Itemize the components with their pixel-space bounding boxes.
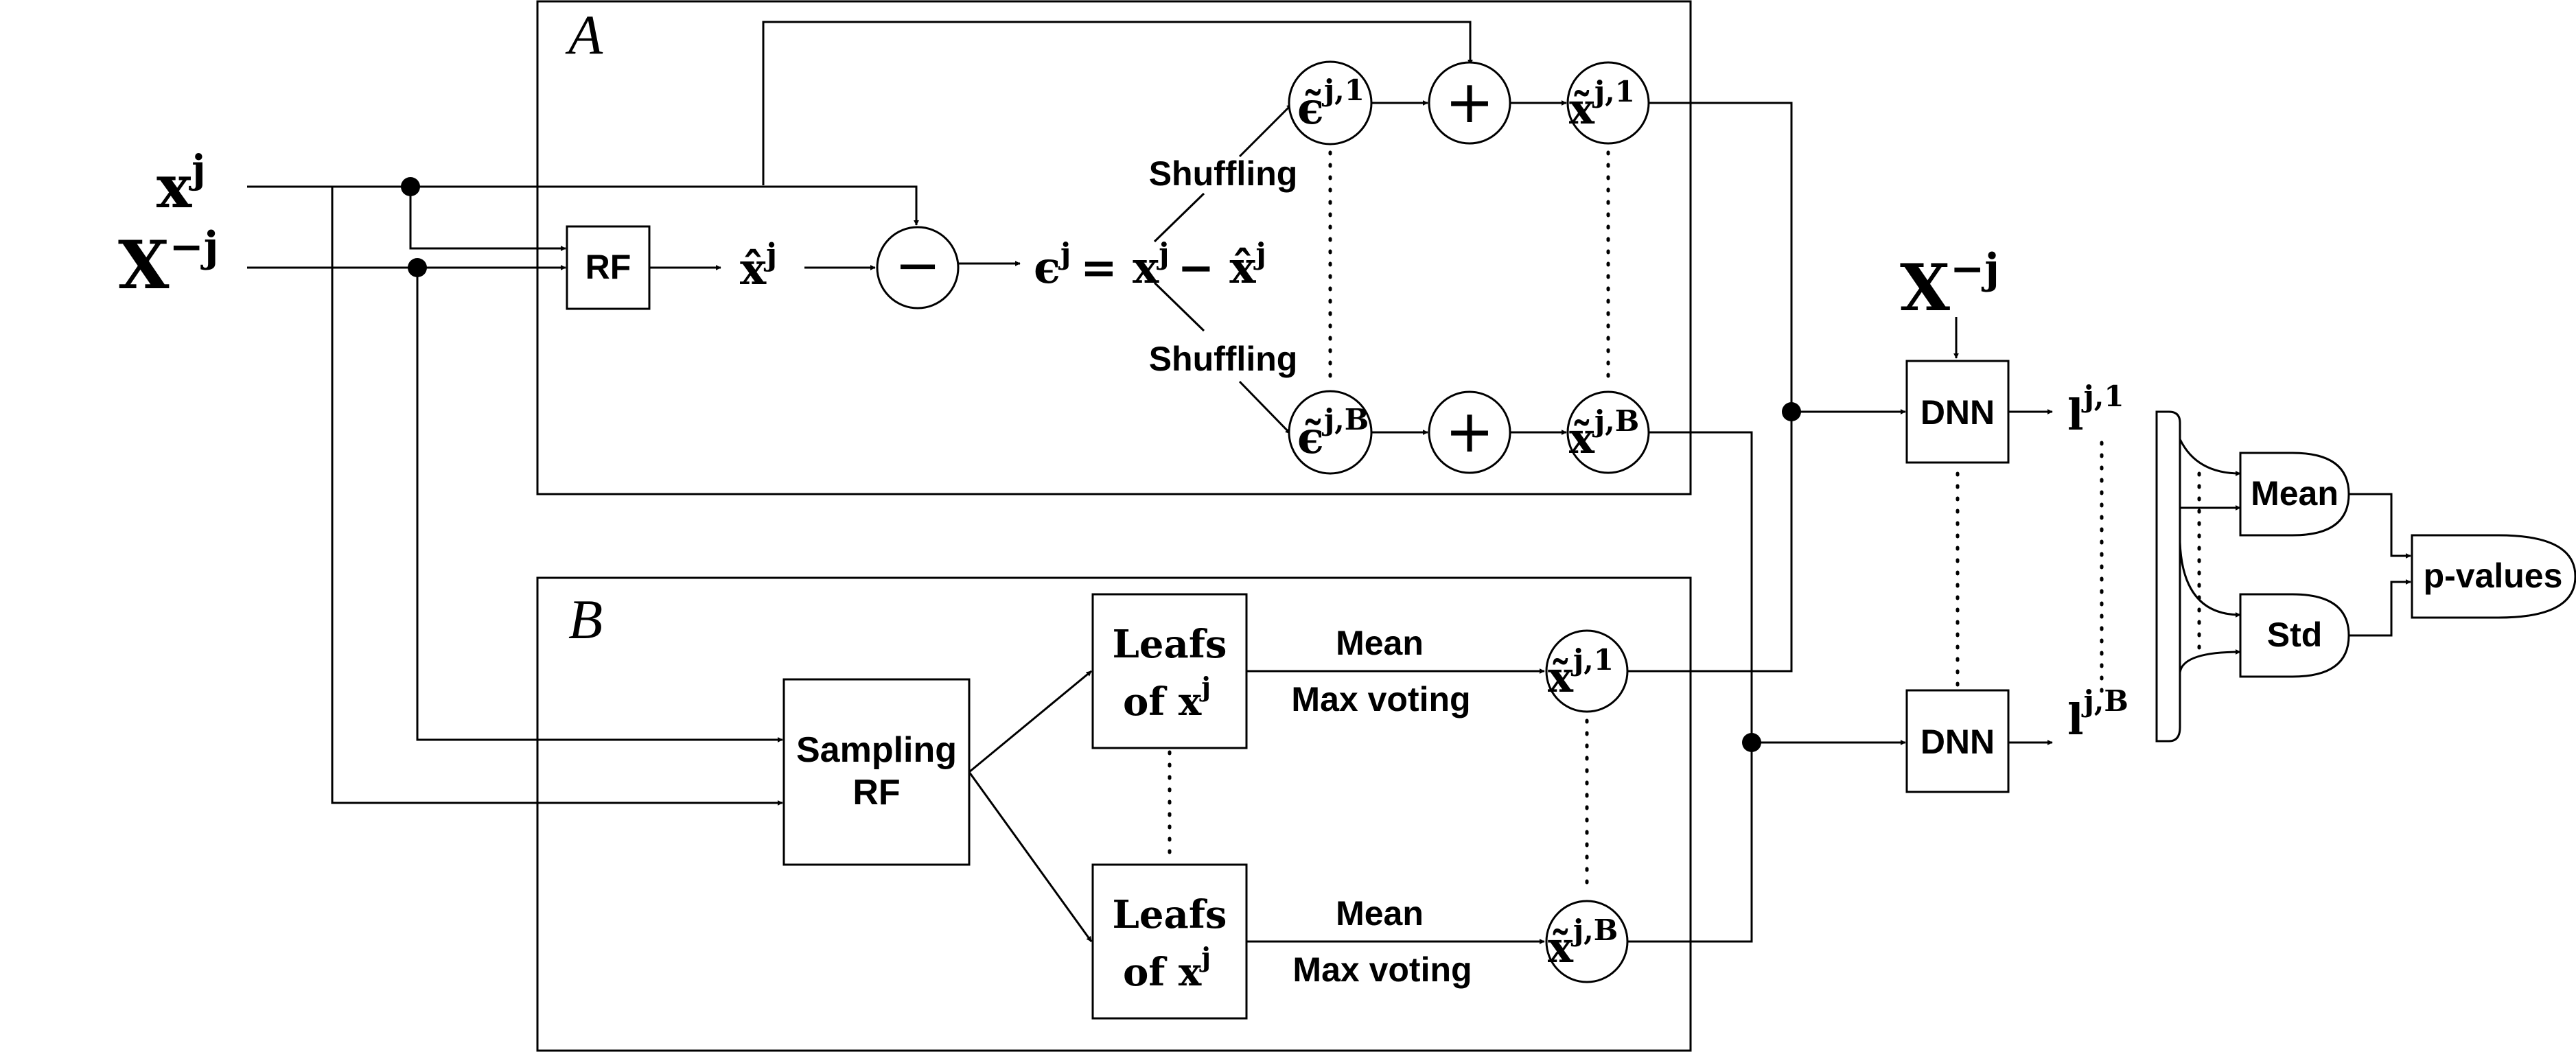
- dnn-input-xmj-label: X−j: [1900, 245, 1999, 326]
- panel-a-label: A: [565, 3, 603, 66]
- dnn-box-b: [1905, 689, 2010, 793]
- panel-b: Sampling RF Leafs of xj Leafs of xj Mean…: [782, 593, 1629, 1020]
- residual-equation: ϵj= xj− x̂j: [1034, 237, 1266, 294]
- shuffling-bottom-label: Shuffling: [1149, 340, 1298, 378]
- junction-dot: [408, 258, 427, 277]
- x-tilde-b-label: x̃j,B: [1569, 404, 1639, 463]
- leafs-b-line1: Leafs: [1113, 892, 1227, 937]
- input-xj-label: xj: [156, 147, 206, 222]
- subtract-node: [876, 226, 960, 309]
- shuffling-top-label: Shuffling: [1149, 154, 1298, 193]
- max-voting-label-1: Max voting: [1291, 680, 1470, 718]
- l-b-label: lj,B: [2067, 684, 2128, 745]
- leafs-box-1: [1091, 593, 1248, 749]
- xhat-label: x̂j: [740, 237, 777, 295]
- panel-b-frame: [536, 576, 1692, 1052]
- x-tilde-1-label: x̃j,1: [1569, 75, 1635, 134]
- collection-bracket: [2155, 410, 2181, 743]
- plus-sign-1: +: [1445, 68, 1494, 137]
- junction-dot: [401, 177, 420, 196]
- junction-dot: [1782, 402, 1801, 421]
- sampling-rf-box: [782, 678, 971, 866]
- input-xmj-label: X−j: [118, 223, 218, 304]
- b-x-tilde-1-label: x̃j,1: [1548, 643, 1614, 702]
- mean-label-b: Mean: [1336, 894, 1424, 933]
- rf-box: [566, 225, 651, 310]
- merge-wiring: [1627, 102, 1906, 943]
- std-gate-label: Std: [2267, 616, 2323, 654]
- eps-tilde-1-label: ϵ̃j,1: [1297, 73, 1365, 135]
- eps-tilde-b-label: ϵ̃j,B: [1297, 403, 1369, 464]
- panel-b-label: B: [568, 588, 603, 651]
- mean-label-1: Mean: [1336, 624, 1424, 662]
- panel-a: RF x̂j − ϵj= xj− x̂j Shuffling Shuffling…: [566, 21, 1650, 475]
- leafs-b-line2: of xj: [1123, 942, 1211, 995]
- leafs-1-line2: of xj: [1123, 671, 1211, 725]
- p-values-label: p-values: [2424, 557, 2563, 595]
- b-x-tilde-b-label: x̃j,B: [1548, 913, 1618, 972]
- l-1-label: lj,1: [2067, 379, 2124, 440]
- right-section: X−j DNN DNN lj,1 lj,B Mean Std p-values: [1900, 245, 2576, 793]
- p-values-gate: [2411, 534, 2576, 619]
- junction-dot: [1742, 733, 1761, 752]
- dnn-box-1: [1905, 360, 2010, 464]
- max-voting-label-b: Max voting: [1292, 950, 1472, 989]
- dnn-1-label: DNN: [1921, 393, 1995, 432]
- sampling-rf-line2: RF: [852, 773, 900, 813]
- mean-gate-label: Mean: [2251, 474, 2339, 513]
- leafs-1-line1: Leafs: [1113, 622, 1227, 667]
- input-wiring: [247, 177, 919, 806]
- plus-sign-b: +: [1445, 397, 1494, 466]
- leafs-box-b: [1091, 863, 1248, 1020]
- minus-sign: −: [894, 233, 940, 297]
- sampling-rf-line1: Sampling: [796, 730, 957, 770]
- rf-label: RF: [585, 248, 631, 286]
- dnn-b-label: DNN: [1921, 723, 1995, 761]
